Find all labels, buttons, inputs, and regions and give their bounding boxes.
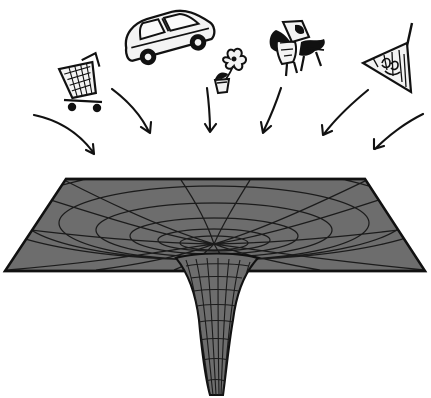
car-icon: [119, 3, 219, 70]
gravity-well-funnel: [176, 254, 258, 396]
flower-pot-icon: [215, 49, 246, 93]
motion-arrows: [34, 88, 423, 154]
flag-with-pole-icon: [363, 23, 412, 92]
chair-and-table-icon: [270, 21, 325, 76]
shopping-cart-icon: [59, 53, 102, 112]
